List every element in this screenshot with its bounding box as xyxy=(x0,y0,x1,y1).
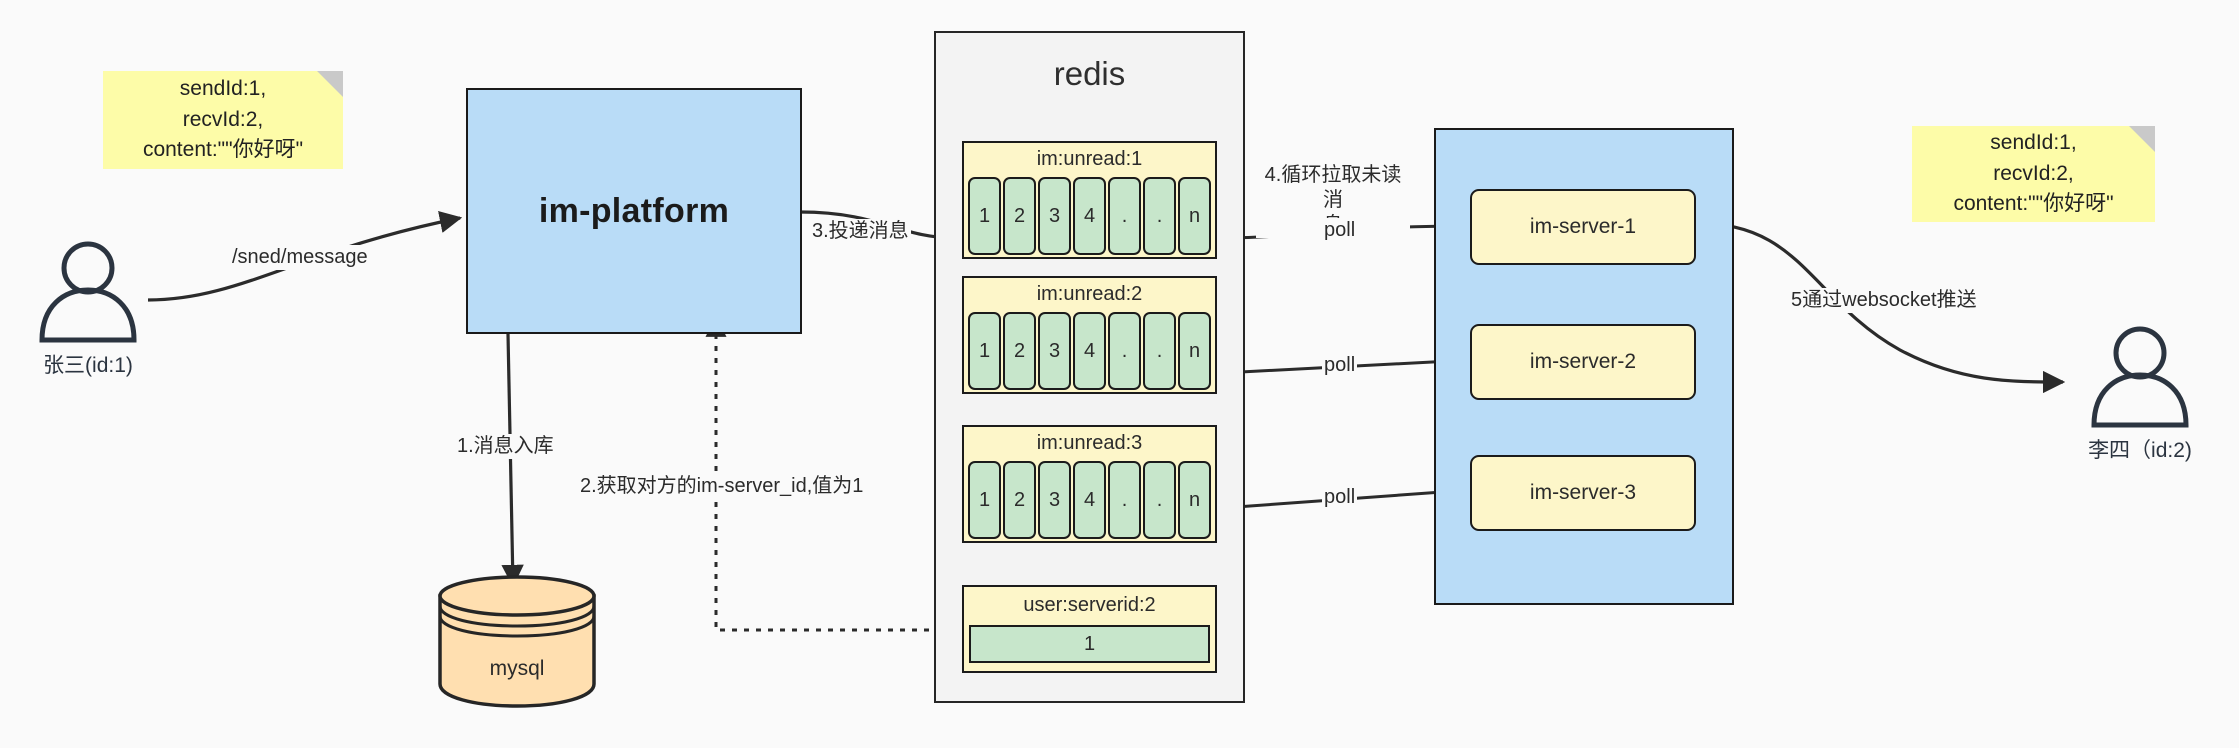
edge-label-step1: 1.消息入库 xyxy=(455,434,556,459)
redis-kv-value: 1 xyxy=(969,625,1210,663)
queue-cell: . xyxy=(1108,461,1141,539)
actor-sender: 张三(id:1) xyxy=(28,240,148,379)
im-server-2-label: im-server-2 xyxy=(1529,350,1637,373)
user-icon xyxy=(39,241,137,343)
redis-title: redis xyxy=(1053,55,1126,92)
queue-cell: 1 xyxy=(968,312,1001,390)
note-fold-icon xyxy=(2129,126,2155,152)
queue-cell: . xyxy=(1143,312,1176,390)
redis-queue-1[interactable]: im:unread:1 1 2 3 4 . . n xyxy=(962,141,1217,259)
queue-cell: . xyxy=(1143,461,1176,539)
queue-cell: 4 xyxy=(1073,312,1106,390)
queue-cell: 3 xyxy=(1038,461,1071,539)
redis-queue-3[interactable]: im:unread:3 1 2 3 4 . . n xyxy=(962,425,1217,543)
edge-label-step3: 3.投递消息 xyxy=(810,219,911,244)
im-server-2-box[interactable]: im-server-2 xyxy=(1470,324,1696,400)
queue-cell: . xyxy=(1108,177,1141,255)
im-server-3-label: im-server-3 xyxy=(1529,481,1637,504)
queue-cell: n xyxy=(1178,177,1211,255)
im-server-3-box[interactable]: im-server-3 xyxy=(1470,455,1696,531)
note-left-text: sendId:1, recvId:2, content:""你好呀" xyxy=(142,77,304,162)
im-server-1-box[interactable]: im-server-1 xyxy=(1470,189,1696,265)
queue-cell: n xyxy=(1178,312,1211,390)
edge-label-step5: 5通过websocket推送 xyxy=(1789,288,1979,313)
edge-label-poll-2: poll xyxy=(1322,353,1358,378)
edge-label-send-message: /sned/message xyxy=(230,245,370,270)
edge-label-poll-3: poll xyxy=(1322,485,1358,510)
redis-queue-2-key: im:unread:2 xyxy=(1036,283,1143,305)
actor-sender-label: 张三(id:1) xyxy=(43,354,133,377)
redis-queue-1-cells: 1 2 3 4 . . n xyxy=(964,177,1215,259)
queue-cell: 4 xyxy=(1073,177,1106,255)
queue-cell: 1 xyxy=(968,177,1001,255)
database-cylinder-icon: mysql xyxy=(438,575,596,708)
queue-cell: 2 xyxy=(1003,177,1036,255)
redis-queue-2[interactable]: im:unread:2 1 2 3 4 . . n xyxy=(962,276,1217,394)
im-server-1-label: im-server-1 xyxy=(1529,215,1637,238)
queue-cell: . xyxy=(1108,312,1141,390)
edge-platform-to-mysql xyxy=(501,333,524,588)
queue-cell: 4 xyxy=(1073,461,1106,539)
queue-cell: n xyxy=(1178,461,1211,539)
redis-queue-3-cells: 1 2 3 4 . . n xyxy=(964,461,1215,543)
svg-text:mysql: mysql xyxy=(490,657,545,680)
note-fold-icon xyxy=(317,71,343,97)
queue-cell: 3 xyxy=(1038,177,1071,255)
im-platform-box[interactable]: im-platform xyxy=(466,88,802,334)
queue-cell: . xyxy=(1143,177,1176,255)
redis-queue-2-cells: 1 2 3 4 . . n xyxy=(964,312,1215,394)
note-left: sendId:1, recvId:2, content:""你好呀" xyxy=(103,71,343,169)
mysql-database[interactable]: mysql xyxy=(432,570,602,710)
edge-label-poll-1: poll xyxy=(1322,218,1358,243)
queue-cell: 1 xyxy=(968,461,1001,539)
actor-receiver: 李四（id:2) xyxy=(2080,325,2200,464)
queue-cell: 3 xyxy=(1038,312,1071,390)
note-right: sendId:1, recvId:2, content:""你好呀" xyxy=(1912,126,2155,222)
redis-queue-1-key: im:unread:1 xyxy=(1036,148,1143,170)
actor-receiver-label: 李四（id:2) xyxy=(2088,439,2192,462)
queue-cell: 2 xyxy=(1003,461,1036,539)
redis-queue-3-key: im:unread:3 xyxy=(1036,432,1143,454)
queue-cell: 2 xyxy=(1003,312,1036,390)
note-right-text: sendId:1, recvId:2, content:""你好呀" xyxy=(1953,131,2114,216)
user-icon xyxy=(2091,326,2189,428)
edge-label-step2: 2.获取对方的im-server_id,值为1 xyxy=(578,474,866,499)
redis-kv-user-serverid[interactable]: user:serverid:2 1 xyxy=(962,585,1217,673)
redis-kv-key: user:serverid:2 xyxy=(1023,594,1156,616)
im-platform-label: im-platform xyxy=(538,191,730,230)
